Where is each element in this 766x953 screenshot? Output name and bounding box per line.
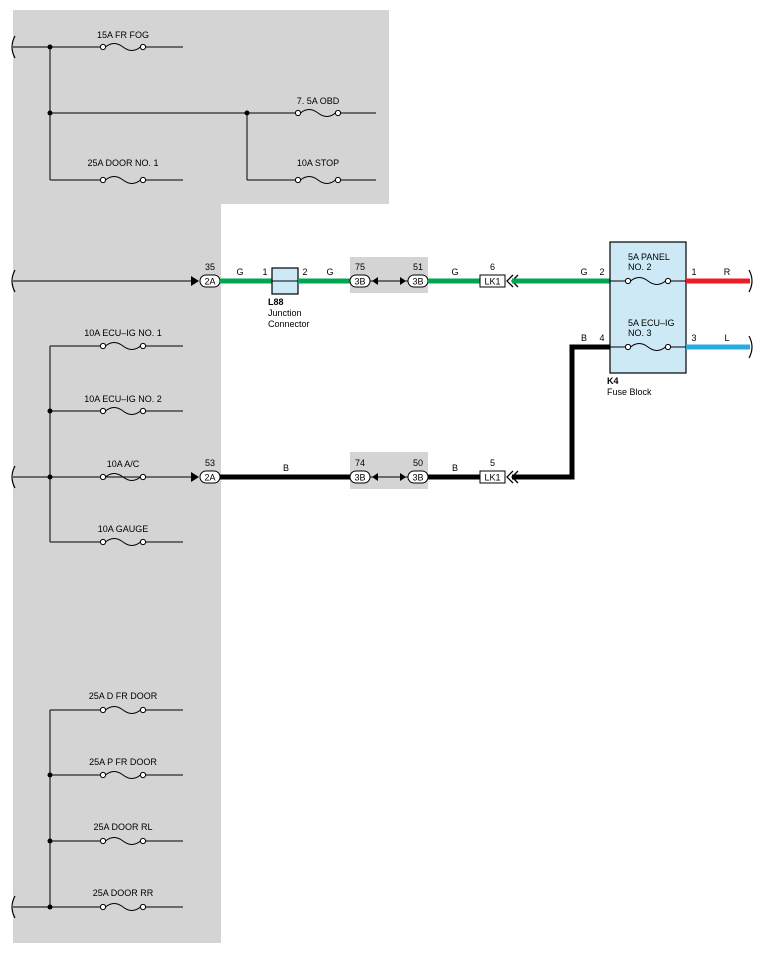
junction-name: Junction: [268, 308, 302, 318]
fuse-label-ecu-ig-no2: 10A ECU–IG NO. 2: [84, 394, 162, 404]
pin-number: 75: [355, 262, 365, 272]
break-mark-icon: [748, 269, 753, 293]
pin-number: 4: [599, 333, 604, 343]
wire-color-label: G: [580, 267, 587, 277]
connector-3b-label: 3B: [354, 473, 365, 483]
connector-3b-label: 3B: [412, 277, 423, 287]
pin-number: 50: [413, 458, 423, 468]
break-mark-icon: [11, 895, 16, 919]
wire-color-label: B: [283, 463, 289, 473]
splice-dot: [47, 408, 53, 414]
fuse-block-name: Fuse Block: [607, 387, 652, 397]
connector-lk1-bottom: [479, 470, 506, 484]
connector-arrow-icon: [191, 472, 199, 482]
pin-number: 3: [691, 333, 696, 343]
pin-number: 53: [205, 458, 215, 468]
splice-dot: [47, 44, 53, 50]
fuse-label-panel-no2: NO. 2: [628, 262, 652, 272]
connector-3b-label: 3B: [354, 277, 365, 287]
splice-dot: [47, 474, 53, 480]
connector-2a-label: 2A: [204, 277, 215, 287]
junction-name: Connector: [268, 319, 310, 329]
fuse-label-fr-fog: 15A FR FOG: [97, 30, 149, 40]
splice-dot: [244, 110, 250, 116]
connector-3b-label: 3B: [412, 473, 423, 483]
splice-dot: [47, 772, 53, 778]
break-mark-icon: [11, 269, 16, 293]
wire-color-label: G: [236, 267, 243, 277]
fuse-label-door-rl: 25A DOOR RL: [93, 822, 152, 832]
connector-lk1-label: LK1: [484, 277, 500, 287]
fuse-label-ecu-ig-no3: 5A ECU–IG: [628, 318, 675, 328]
fuse-label-door-rr: 25A DOOR RR: [93, 888, 154, 898]
connector-arrow-icon: [372, 473, 378, 481]
fuse-label-obd: 7. 5A OBD: [297, 96, 340, 106]
fuse-block-code: K4: [607, 376, 619, 386]
break-mark-icon: [748, 335, 753, 359]
fuse-label-gauge: 10A GAUGE: [98, 524, 149, 534]
pin-number: 74: [355, 458, 365, 468]
pin-number: 2: [599, 267, 604, 277]
pin-number: 51: [413, 262, 423, 272]
pin-number: 1: [691, 267, 696, 277]
break-mark-icon: [11, 465, 16, 489]
wire-color-label: R: [724, 267, 731, 277]
connector-lk1-label: LK1: [484, 473, 500, 483]
splice-dot: [47, 904, 53, 910]
lower-fuse-group: [13, 709, 183, 908]
pin-number: 35: [205, 262, 215, 272]
connector-arrow-icon: [191, 276, 199, 286]
break-mark-icon: [11, 35, 16, 59]
wire-color-label: G: [326, 267, 333, 277]
pin-number: 1: [262, 267, 267, 277]
pin-number: 2: [302, 267, 307, 277]
fuse-block-k4: [609, 241, 687, 374]
fuse-label-d-fr-door: 25A D FR DOOR: [89, 691, 158, 701]
pin-number: 5: [490, 458, 495, 468]
wire-color-label: B: [581, 333, 587, 343]
connector-lk1-top: [479, 274, 506, 288]
fuse-label-ac: 10A A/C: [107, 459, 140, 469]
splice-dot: [47, 838, 53, 844]
wire-color-label: G: [451, 267, 458, 277]
wire-color-label: B: [452, 463, 458, 473]
junction-code: L88: [268, 297, 284, 307]
fuse-label-ecu-ig-no3: NO. 3: [628, 328, 652, 338]
pin-number: 6: [490, 262, 495, 272]
fuse-label-ecu-ig-no1: 10A ECU–IG NO. 1: [84, 328, 162, 338]
connector-arrow-icon: [372, 277, 378, 285]
fuse-label-p-fr-door: 25A P FR DOOR: [89, 757, 157, 767]
connector-arrow-icon: [400, 277, 406, 285]
fuse-label-stop: 10A STOP: [297, 158, 339, 168]
connector-2a-label: 2A: [204, 473, 215, 483]
wire-color-label: L: [724, 333, 729, 343]
fuse-label-panel-no2: 5A PANEL: [628, 252, 670, 262]
black-wire-segment: [512, 344, 610, 480]
fuse-label-door-no1: 25A DOOR NO. 1: [87, 158, 158, 168]
splice-dot: [47, 110, 53, 116]
connector-arrow-icon: [400, 473, 406, 481]
